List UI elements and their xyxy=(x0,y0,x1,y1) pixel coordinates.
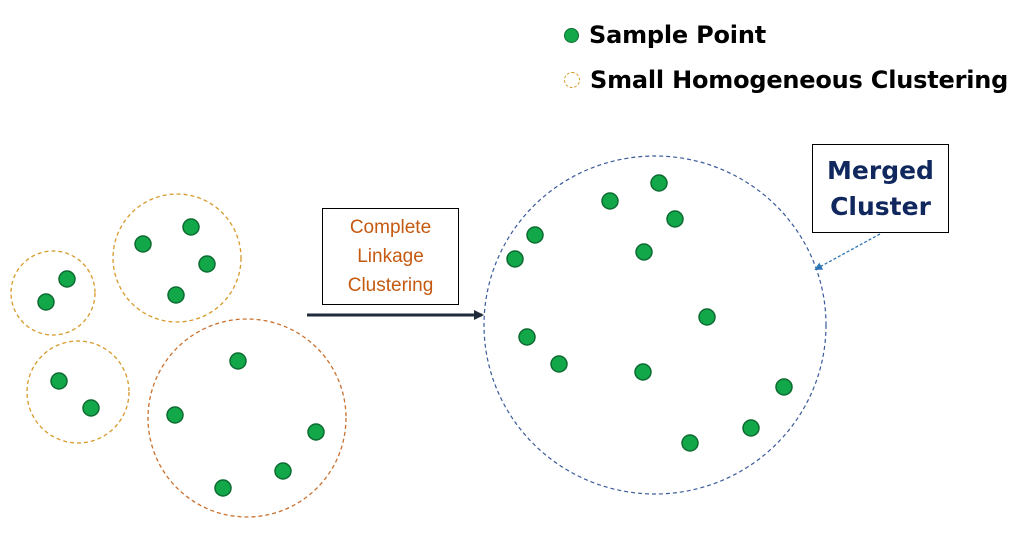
sample-point xyxy=(214,479,232,497)
legend-item-cluster: Small Homogeneous Clustering xyxy=(564,66,1008,94)
small-cluster-4 xyxy=(147,318,347,518)
sample-point xyxy=(550,355,568,373)
merged-pointer xyxy=(814,233,881,270)
merged-cluster-label: Merged Cluster xyxy=(827,155,934,221)
sample-point xyxy=(666,210,684,228)
sample-point xyxy=(775,378,793,396)
sample-point xyxy=(681,434,699,452)
sample-point xyxy=(526,226,544,244)
sample-point xyxy=(698,308,716,326)
sample-point xyxy=(518,328,536,346)
sample-point xyxy=(635,243,653,261)
small-cluster-1 xyxy=(10,250,96,336)
sample-point xyxy=(650,174,668,192)
sample-point xyxy=(307,423,325,441)
sample-point xyxy=(167,286,185,304)
sample-point xyxy=(37,293,55,311)
merged-cluster-label-box: Merged Cluster xyxy=(812,144,949,233)
sample-point xyxy=(182,218,200,236)
sample-point xyxy=(506,250,524,268)
sample-point xyxy=(601,192,619,210)
sample-point xyxy=(198,255,216,273)
legend-item-sample-point: Sample Point xyxy=(564,21,766,49)
sample-point xyxy=(634,363,652,381)
sample-point-icon xyxy=(564,27,579,43)
process-label-box: Complete Linkage Clustering xyxy=(322,208,459,305)
sample-point xyxy=(742,419,760,437)
legend-sample-point-label: Sample Point xyxy=(589,21,766,49)
sample-point xyxy=(274,462,292,480)
sample-point xyxy=(229,352,247,370)
sample-point xyxy=(58,270,76,288)
sample-point xyxy=(166,406,184,424)
left-sample-points xyxy=(37,218,325,497)
sample-point xyxy=(82,399,100,417)
dashed-circle-icon xyxy=(564,72,580,88)
sample-point xyxy=(134,235,152,253)
merged-cluster xyxy=(483,155,827,495)
process-label: Complete Linkage Clustering xyxy=(347,217,434,296)
merged-sample-points xyxy=(506,174,793,452)
small-cluster-2 xyxy=(112,193,242,323)
sample-point xyxy=(50,372,68,390)
legend-cluster-label: Small Homogeneous Clustering xyxy=(590,66,1009,94)
small-cluster-3 xyxy=(26,340,130,444)
